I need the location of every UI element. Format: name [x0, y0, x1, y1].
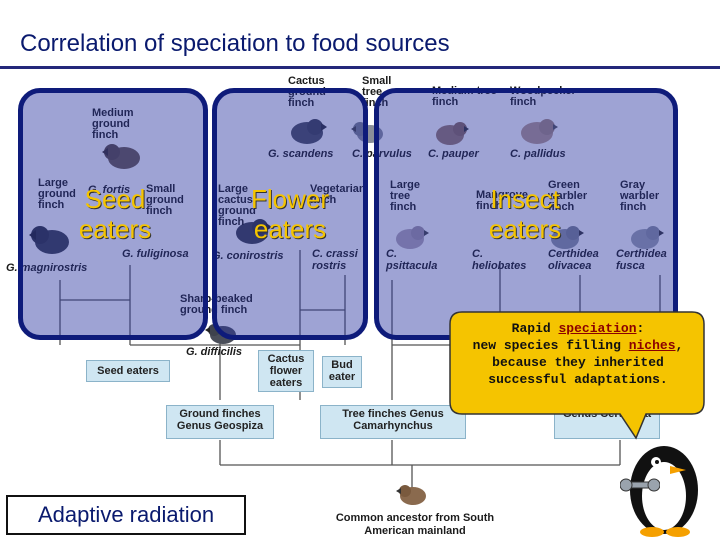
finch-bird-icon	[291, 119, 327, 144]
bird-label-large-cactus: Large cactus ground finch	[218, 183, 256, 228]
finch-bird-icon	[631, 226, 664, 249]
callout-line3: because they inherited	[492, 355, 664, 370]
header	[0, 0, 720, 68]
species-scandens: G. scandens	[268, 148, 334, 160]
species-conirostris: G. conirostris	[212, 250, 284, 262]
common-ancestor-label: Common ancestor from South American main…	[335, 512, 495, 537]
species-heliobates: C. heliobates	[472, 248, 527, 272]
callout-line1-pre: Rapid	[511, 321, 559, 336]
flower-eaters-heading: Flower eaters	[250, 184, 329, 244]
callout-line4: successful adaptations.	[488, 372, 668, 387]
callout-line2-pre: new species filling	[472, 338, 629, 353]
diet-seed-eaters: Seed eaters	[86, 360, 170, 382]
callout-line2-post: ,	[675, 338, 684, 353]
page-title: Correlation of speciation to food source…	[20, 30, 450, 57]
bird-label-gray-warbler: Gray warbler finch	[620, 179, 660, 213]
callout-text: Rapid speciation: new species filling ni…	[452, 320, 704, 388]
species-fuliginosa: G. fuliginosa	[122, 248, 189, 260]
flower-eaters-overlay	[212, 88, 368, 340]
seed-eaters-overlay	[18, 88, 208, 340]
species-fortis: G. fortis	[88, 184, 131, 196]
bird-label-large-tree: Large tree finch	[390, 179, 420, 213]
finch-bird-icon	[551, 226, 584, 249]
wrench-icon	[620, 478, 660, 492]
species-pallidus: C. pallidus	[510, 148, 566, 160]
genus-ground-finches: Ground finches Genus Geospiza	[166, 405, 274, 439]
title-underline	[0, 66, 720, 69]
species-psittacula: C. psittacula	[386, 248, 438, 272]
finch-bird-icon	[396, 226, 429, 249]
species-magnirostris: G. magnirostris	[6, 262, 88, 274]
finch-bird-icon	[396, 485, 426, 505]
finch-bird-icon	[29, 226, 69, 254]
adaptive-radiation-label: Adaptive radiation	[6, 495, 246, 535]
insect-eaters-heading: Insect eaters	[488, 184, 562, 244]
finch-bird-icon	[236, 219, 272, 244]
callout-speciation: speciation	[558, 321, 637, 336]
genus-tree-finches: Tree finches Genus Camarhynchus	[320, 405, 466, 439]
bird-label-mangrove: Mangrove finch	[476, 189, 528, 212]
bird-label-green-warbler: Green warbler finch	[548, 179, 588, 213]
insect-eaters-overlay	[374, 88, 678, 340]
species-fusca: Certhidea fusca	[616, 248, 667, 272]
finch-bird-icon	[102, 144, 140, 169]
species-olivacea: Certhidea olivacea	[548, 248, 599, 272]
callout-niches: niches	[628, 338, 676, 353]
speech-bubble	[449, 311, 705, 440]
bird-label-small-ground: Small ground finch	[146, 183, 184, 217]
species-pauper: C. pauper	[428, 148, 479, 160]
callout-line1-post: :	[636, 321, 645, 336]
diet-cactus-flower: Cactus flower eaters	[258, 350, 314, 392]
species-crassirostris: C. crassi rostris	[312, 248, 358, 272]
finch-bird-icon	[436, 122, 469, 145]
bird-label-large-ground: Large ground finch	[38, 177, 76, 211]
species-difficilis: G. difficilis	[186, 346, 243, 358]
finch-bird-icon	[521, 119, 558, 144]
bird-label-medium-ground: Medium ground finch	[92, 107, 134, 141]
seed-eaters-heading: Seed eaters	[78, 184, 152, 244]
diet-bud-eater: Bud eater	[322, 356, 362, 388]
bird-label-vegetarian: Vegetarian finch	[310, 183, 366, 206]
